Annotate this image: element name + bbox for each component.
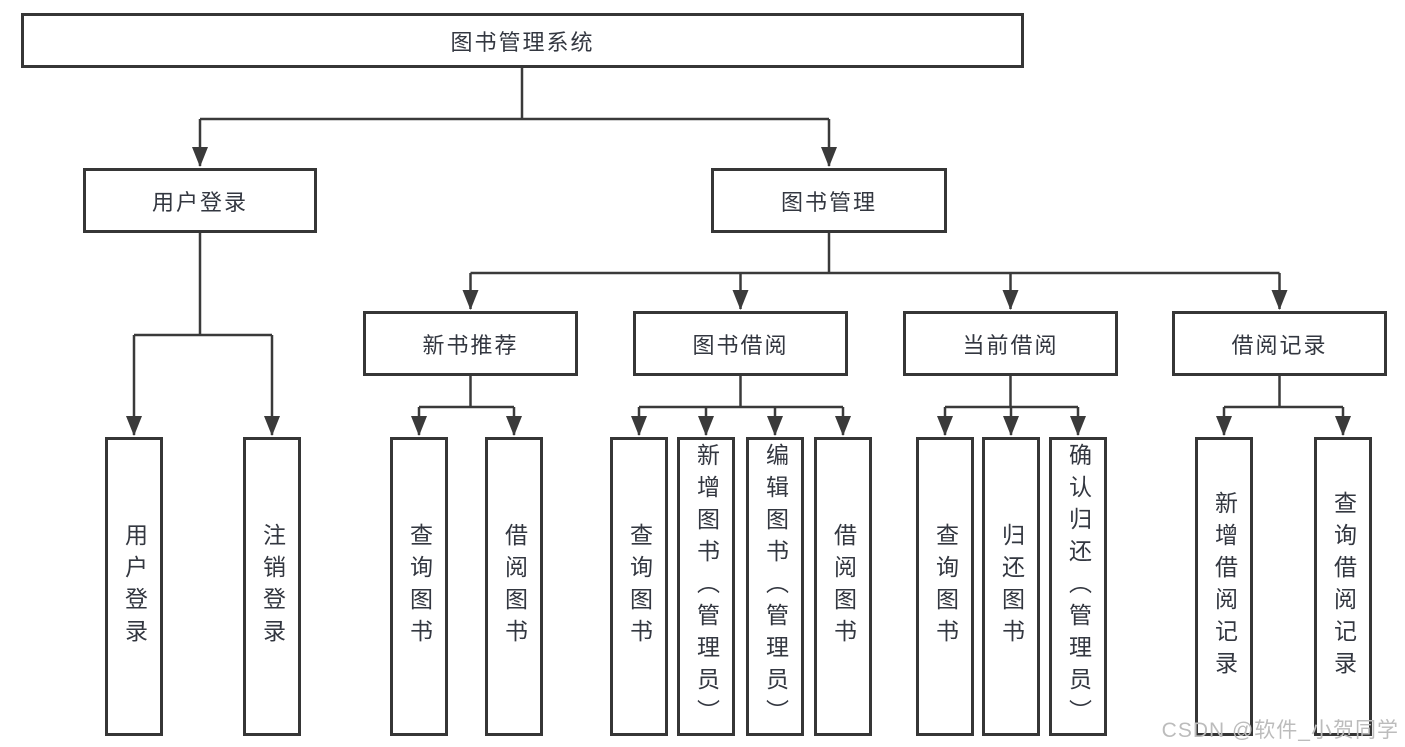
node-new-book-recommendation: 新书推荐	[363, 311, 578, 376]
node-leaf-query-borrow-record: 查询借阅记录	[1314, 437, 1372, 736]
node-leaf-query-books: 查询图书	[916, 437, 974, 736]
node-book-management: 图书管理	[711, 168, 947, 233]
node-borrowing-records: 借阅记录	[1172, 311, 1387, 376]
node-leaf-query-books: 查询图书	[610, 437, 668, 736]
node-leaf-confirm-return-admin: 确认归还（管理员）	[1049, 437, 1107, 736]
node-book-borrowing: 图书借阅	[633, 311, 848, 376]
node-leaf-query-books: 查询图书	[390, 437, 448, 736]
node-leaf-user-login: 用户登录	[105, 437, 163, 736]
node-leaf-add-books-admin: 新增图书（管理员）	[677, 437, 735, 736]
node-user-login: 用户登录	[83, 168, 317, 233]
node-leaf-add-borrow-record: 新增借阅记录	[1195, 437, 1253, 736]
node-leaf-borrow-books: 借阅图书	[814, 437, 872, 736]
node-leaf-borrow-books: 借阅图书	[485, 437, 543, 736]
node-leaf-return-books: 归还图书	[982, 437, 1040, 736]
node-root: 图书管理系统	[21, 13, 1024, 68]
node-leaf-edit-books-admin: 编辑图书（管理员）	[746, 437, 804, 736]
node-current-borrowing: 当前借阅	[903, 311, 1118, 376]
watermark: CSDN @软件_小贺同学	[1161, 719, 1399, 742]
node-leaf-logout: 注销登录	[243, 437, 301, 736]
